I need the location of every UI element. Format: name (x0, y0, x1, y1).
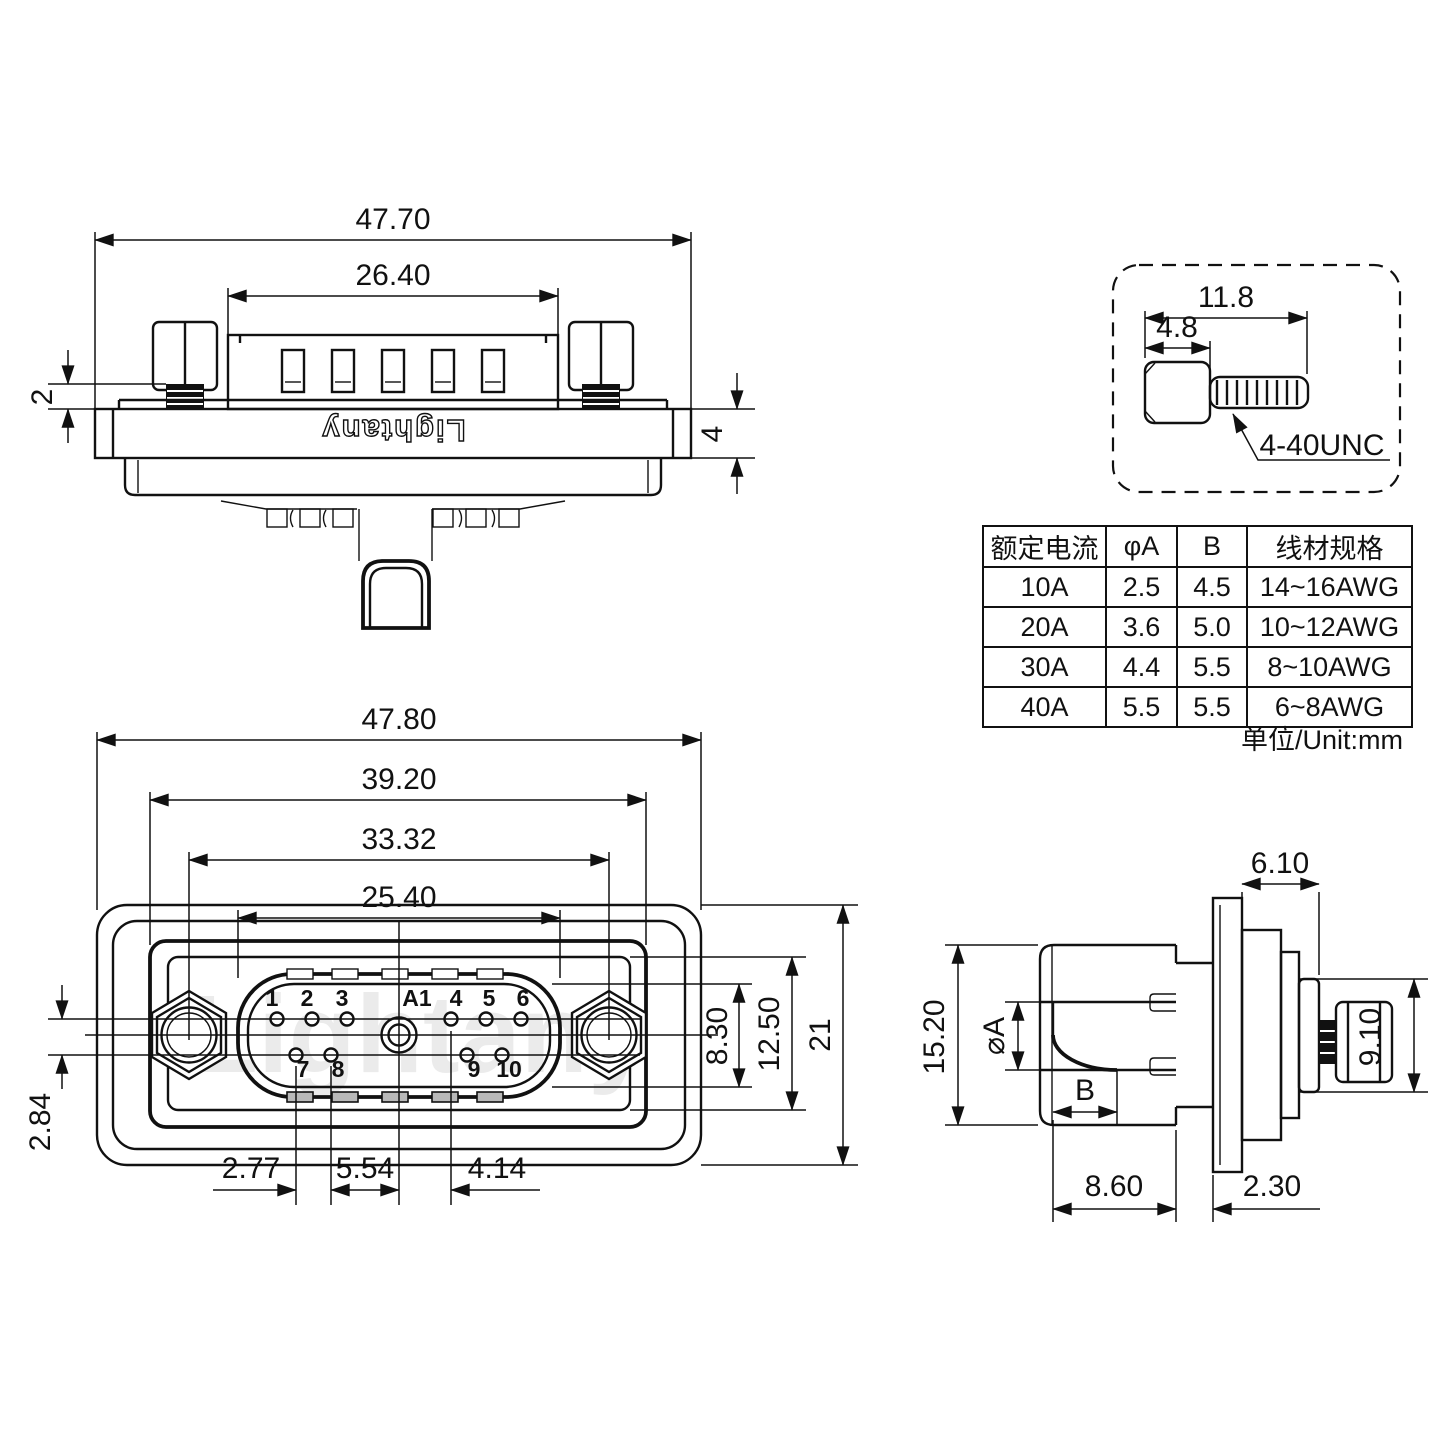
screw-thread (1208, 375, 1310, 410)
spec-row-30a: 30A 4.4 5.5 8~10AWG (982, 646, 1413, 688)
dim-front-mount-spacing: 33.32 (361, 823, 436, 856)
dim-front-pin-pitch: 2.77 (222, 1152, 280, 1185)
dim-top-lip: 2 (26, 389, 59, 406)
left-thread (166, 384, 204, 409)
dim-top-overall-width: 47.70 (355, 203, 430, 236)
dim-front-overall-width: 47.80 (361, 703, 436, 736)
spec-row-10a: 10A 2.5 4.5 14~16AWG (982, 566, 1413, 608)
dim-top-body-width: 26.40 (355, 259, 430, 292)
spec-row-40a: 40A 5.5 5.5 6~8AWG (982, 686, 1413, 728)
cell: 4.5 (1176, 566, 1248, 608)
cell: 30A (982, 646, 1107, 688)
pin-label-6: 6 (517, 985, 530, 1011)
thread-spec-label: 4-40UNC (1259, 429, 1384, 462)
inset-dashed-border (1111, 263, 1402, 494)
brand-logo-text: Lightany (320, 413, 465, 448)
dim-front-opening-height: 8.30 (701, 1007, 734, 1065)
dim-front-shell-height: 12.50 (753, 996, 786, 1071)
dim-side-b: B (1075, 1074, 1095, 1107)
cell: 4.4 (1105, 646, 1178, 688)
cell: 10~12AWG (1246, 606, 1413, 648)
side-view-geometry (1038, 896, 1394, 1174)
top-view-dimensions (48, 232, 755, 494)
spec-table: 额定电流 φA B 线材规格 10A 2.5 4.5 14~16AWG 20A … (982, 525, 1413, 728)
top-view: 47.70 26.40 2 4 Lightany (26, 203, 755, 630)
cell: 5.5 (1105, 686, 1178, 728)
cell: 5.5 (1176, 646, 1248, 688)
dim-front-opening-width: 25.40 (361, 881, 436, 914)
side-view-dimensions (945, 877, 1428, 1222)
cell: 20A (982, 606, 1107, 648)
screw-detail-inset: 11.8 4.8 4-40UNC (1111, 263, 1402, 494)
front-view: Lightany (24, 703, 858, 1205)
dim-side-front-depth: 6.10 (1251, 847, 1309, 880)
pin-label-9: 9 (468, 1056, 481, 1082)
cell: 5.5 (1176, 686, 1248, 728)
dim-front-overall-height: 21 (804, 1018, 837, 1051)
cell: 5.0 (1176, 606, 1248, 648)
pin-label-a1: A1 (402, 985, 432, 1011)
flange (93, 407, 693, 460)
panel-flange (1211, 896, 1244, 1174)
screw-dimensions (1144, 311, 1390, 461)
thumb-screw-head (1334, 1000, 1394, 1084)
pin-label-1: 1 (266, 985, 279, 1011)
dim-side-barrel-length: 8.60 (1085, 1170, 1143, 1203)
dim-front-row-offset: 2.84 (24, 1093, 57, 1151)
top-view-geometry (93, 320, 693, 630)
dim-screw-head: 4.8 (1156, 311, 1198, 344)
dim-side-body-height: 15.20 (918, 999, 951, 1074)
dim-side-flange-thickness: 2.30 (1243, 1170, 1301, 1203)
pin-label-3: 3 (336, 985, 349, 1011)
header-rated-current: 额定电流 (982, 525, 1107, 568)
dim-front-center-to-pin: 4.14 (468, 1152, 526, 1185)
wire-entry-arc (1051, 1034, 1118, 1072)
rear-housing (123, 458, 663, 497)
pin-label-4: 4 (450, 985, 463, 1011)
cell: 10A (982, 566, 1107, 608)
dim-side-nut-height: 9.10 (1354, 1008, 1387, 1066)
side-view: 6.10 15.20 ⌀A B 9.10 8.60 2.30 (918, 847, 1428, 1222)
rear-body (1038, 943, 1176, 1127)
cell: 8~10AWG (1246, 646, 1413, 688)
power-contact-plan (361, 559, 431, 630)
unit-note: 单位/Unit:mm (1241, 725, 1403, 755)
dim-side-diameter-a: ⌀A (978, 1017, 1011, 1055)
dim-front-pin-to-center: 5.54 (336, 1152, 394, 1185)
cell: 40A (982, 686, 1107, 728)
front-view-dimensions (48, 732, 858, 1205)
dim-top-flange: 4 (696, 426, 729, 443)
spec-row-20a: 20A 3.6 5.0 10~12AWG (982, 606, 1413, 648)
pin-label-5: 5 (483, 985, 496, 1011)
dim-screw-total: 11.8 (1198, 281, 1254, 314)
cell: 3.6 (1105, 606, 1178, 648)
screw-geometry (1143, 360, 1310, 425)
spec-table-header-row: 额定电流 φA B 线材规格 (982, 525, 1413, 568)
header-b: B (1176, 525, 1248, 568)
header-wire-spec: 线材规格 (1246, 525, 1413, 568)
right-thread (582, 384, 620, 409)
cell: 14~16AWG (1246, 566, 1413, 608)
pin-label-2: 2 (301, 985, 314, 1011)
cell: 2.5 (1105, 566, 1178, 608)
dim-front-shell-width: 39.20 (361, 763, 436, 796)
connector-body (226, 333, 560, 411)
cell: 6~8AWG (1246, 686, 1413, 728)
pin-label-7: 7 (297, 1056, 310, 1082)
pin-label-8: 8 (332, 1056, 345, 1082)
header-phi-a: φA (1105, 525, 1178, 568)
screw-head (1143, 360, 1212, 425)
pin-label-10: 10 (496, 1056, 522, 1082)
